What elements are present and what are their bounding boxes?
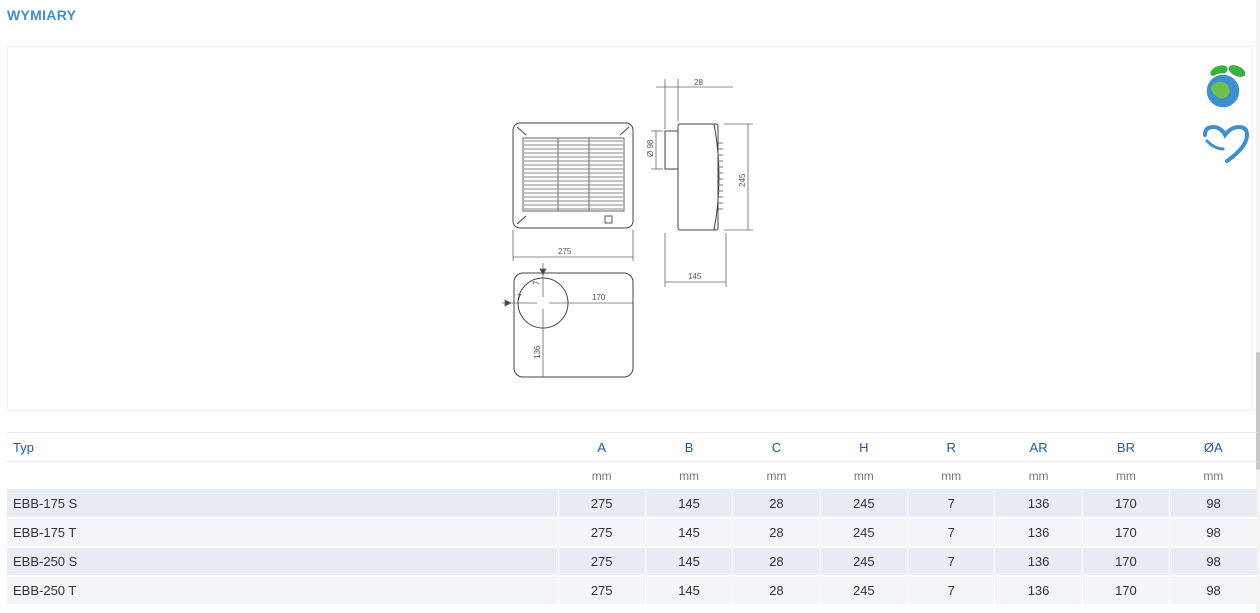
unit-cell (7, 461, 558, 490)
column-header-c: C (732, 432, 821, 462)
unit-cell: mm (1169, 461, 1257, 490)
cell-a: 275 (557, 576, 646, 606)
fan-front-outline (512, 122, 634, 229)
cell-a: 275 (557, 547, 646, 577)
cell-h: 245 (819, 489, 908, 519)
table-row: EBB-250 T 275 145 28 245 7 136 170 98 (7, 576, 1257, 606)
column-header-b: B (645, 432, 733, 462)
column-header-typ: Typ (7, 432, 558, 462)
technical-drawing: 275 28 Ø 98 (502, 78, 753, 378)
column-header-r: R (907, 432, 995, 462)
table-row: EBB-250 S 275 145 28 245 7 136 170 98 (7, 547, 1257, 577)
cell-br: 170 (1081, 518, 1170, 548)
eco-globe-icon (1205, 65, 1246, 109)
cell-diameter: 98 (1169, 576, 1257, 606)
cell-r: 7 (906, 547, 995, 577)
unit-cell: mm (558, 461, 646, 490)
column-header-ar: AR (994, 432, 1083, 462)
cell-h: 245 (819, 518, 908, 548)
cell-h: 245 (819, 576, 908, 606)
table-header-row: Typ A B C H R AR BR ØA (7, 432, 1257, 462)
table-row: EBB-175 S 275 145 28 245 7 136 170 98 (7, 489, 1257, 519)
cell-type: EBB-250 S (7, 547, 558, 577)
heart-icon (1203, 124, 1250, 163)
cell-br: 170 (1081, 489, 1170, 519)
column-header-h: H (820, 432, 908, 462)
dimensions-table: Typ A B C H R AR BR ØA mm mm mm mm mm mm… (7, 432, 1257, 606)
cell-ar: 136 (994, 489, 1083, 519)
mounting-template-outline (513, 272, 634, 378)
cell-b: 145 (644, 576, 733, 606)
column-header-br: BR (1082, 432, 1170, 462)
cell-c: 28 (732, 547, 821, 577)
cell-c: 28 (732, 576, 821, 606)
dimensions-drawing-panel: 275 28 Ø 98 (7, 46, 1253, 411)
table-row: EBB-175 T 275 145 28 245 7 136 170 98 (7, 518, 1257, 548)
unit-cell: mm (907, 461, 995, 490)
dim-diameter-label: Ø 98 (646, 139, 655, 157)
dim-hole-offset-top-label: 7 (532, 280, 541, 285)
column-header-diameter: ØA (1169, 432, 1257, 462)
dim-hole-offset-left-label: 7 (517, 293, 522, 302)
dim-width-label: 275 (558, 247, 572, 256)
cell-ar: 136 (994, 576, 1083, 606)
unit-cell: mm (994, 461, 1083, 490)
cell-br: 170 (1081, 576, 1170, 606)
dim-depth-label: 145 (688, 272, 702, 281)
cell-a: 275 (557, 518, 646, 548)
dim-hole-to-bottom-label: 136 (533, 345, 542, 359)
cell-type: EBB-175 T (7, 518, 558, 548)
section-title: WYMIARY (7, 7, 77, 23)
cell-a: 275 (557, 489, 646, 519)
cell-type: EBB-175 S (7, 489, 558, 519)
cell-c: 28 (732, 489, 821, 519)
front-grille-slats (524, 140, 623, 210)
cell-h: 245 (819, 547, 908, 577)
cell-type: EBB-250 T (7, 576, 558, 606)
cell-ar: 136 (994, 518, 1083, 548)
column-header-a: A (558, 432, 646, 462)
scrollbar-track[interactable] (1256, 0, 1260, 613)
dim-collar-label: 28 (694, 78, 703, 87)
unit-cell: mm (820, 461, 908, 490)
cell-c: 28 (732, 518, 821, 548)
unit-cell: mm (645, 461, 733, 490)
cell-r: 7 (906, 489, 995, 519)
cell-r: 7 (906, 518, 995, 548)
cell-diameter: 98 (1169, 489, 1257, 519)
fan-side-outline (664, 123, 720, 231)
dim-hole-to-side-label: 170 (592, 293, 606, 302)
cell-b: 145 (644, 489, 733, 519)
cell-br: 170 (1081, 547, 1170, 577)
cell-b: 145 (644, 547, 733, 577)
dim-height-label: 245 (738, 173, 747, 187)
cell-diameter: 98 (1169, 518, 1257, 548)
unit-cell: mm (732, 461, 821, 490)
unit-cell: mm (1082, 461, 1170, 490)
cell-ar: 136 (994, 547, 1083, 577)
cell-b: 145 (644, 518, 733, 548)
cell-diameter: 98 (1169, 547, 1257, 577)
scrollbar-thumb[interactable] (1256, 352, 1260, 470)
cell-r: 7 (906, 576, 995, 606)
table-units-row: mm mm mm mm mm mm mm mm (7, 461, 1257, 490)
